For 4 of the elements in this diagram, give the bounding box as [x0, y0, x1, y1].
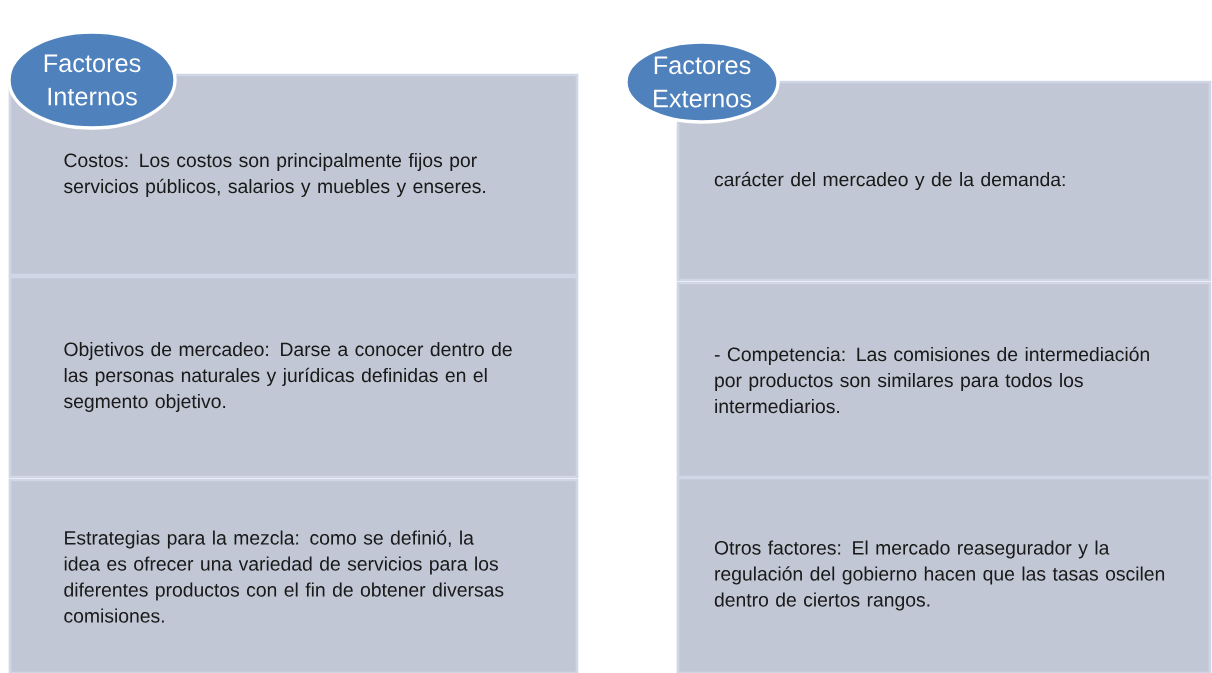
text-box: Objetivos de mercadeo: Darse a conocer dentro de las personas naturales y jurídicas definidas en el segmento objetivo. [8, 275, 579, 479]
text-box: Estrategias para la mezcla: como se definió, la idea es ofrecer una variedad de servicios para los diferentes productos con el fin de obtener diversas comisiones. [8, 478, 579, 673]
text-box: - Competencia: Las comisiones de intermediación por productos son similares para todos los intermediarios. [676, 281, 1212, 479]
text-box: Otros factores: El mercado reasegurador y la regulación del gobierno hacen que las tasas oscilen dentro de ciertos rangos. [676, 476, 1212, 673]
